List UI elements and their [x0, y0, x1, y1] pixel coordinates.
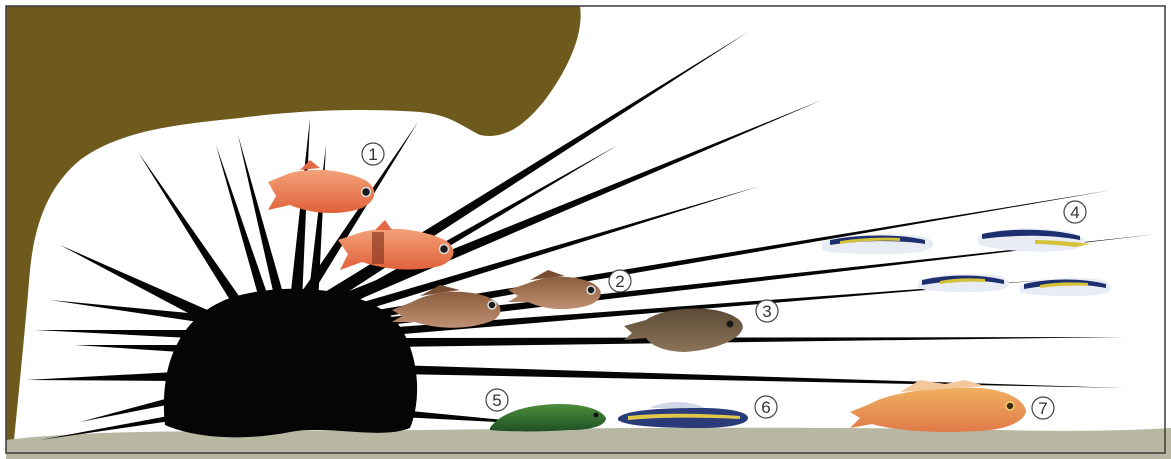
- label-7-text: 7: [1038, 399, 1047, 418]
- label-6-text: 6: [761, 398, 770, 417]
- sand-floor: [6, 428, 1171, 459]
- label-6: 6: [755, 396, 777, 418]
- label-5-text: 5: [492, 391, 501, 410]
- label-2: 2: [609, 270, 631, 292]
- label-1-text: 1: [368, 145, 377, 164]
- label-3-text: 3: [762, 302, 771, 321]
- label-4: 4: [1064, 201, 1086, 223]
- label-7: 7: [1032, 397, 1054, 419]
- label-1: 1: [362, 143, 384, 165]
- label-4-text: 4: [1070, 203, 1079, 222]
- label-3: 3: [756, 300, 778, 322]
- label-2-text: 2: [615, 272, 624, 291]
- label-5: 5: [486, 389, 508, 411]
